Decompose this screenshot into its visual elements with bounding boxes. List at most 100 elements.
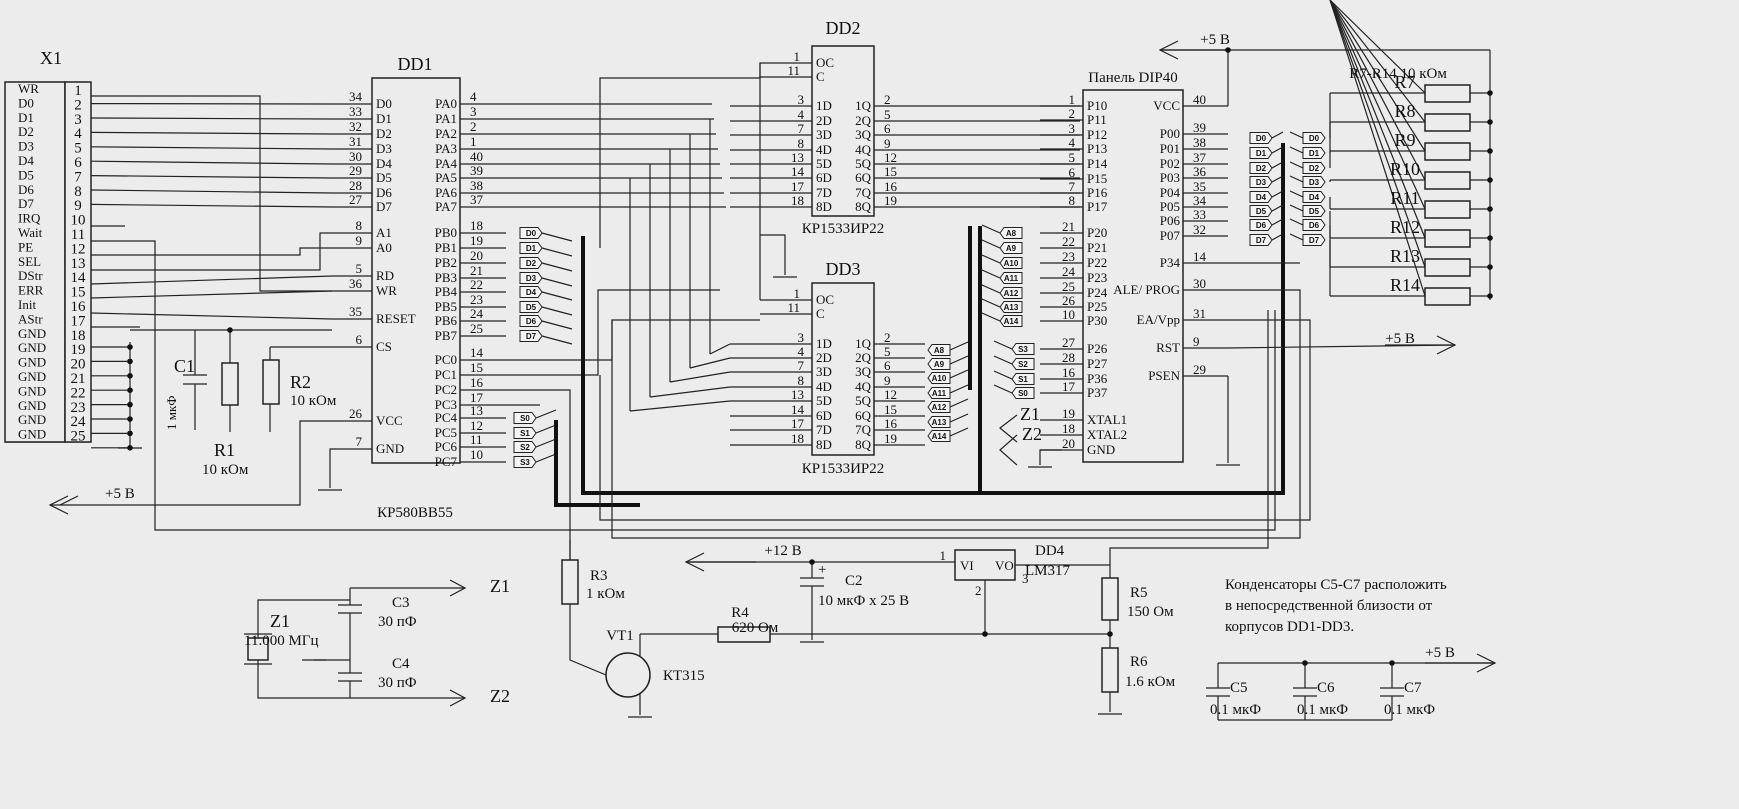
- net-tag-label: D4: [1309, 193, 1320, 202]
- wire: [1329, 0, 1426, 268]
- note-line: корпусов DD1-DD3.: [1225, 619, 1354, 635]
- dd3-pin-num: 7: [798, 358, 805, 373]
- wire: [1329, 0, 1426, 123]
- wire: [1329, 0, 1426, 152]
- dip40-pin-num: 7: [1069, 179, 1076, 194]
- dd1-pin-name: PC3: [435, 397, 457, 412]
- dd1-pin-num: 29: [349, 163, 362, 178]
- resistor: [561, 559, 579, 605]
- dip40-pin-num: 28: [1062, 350, 1075, 365]
- net-tag: [999, 272, 1023, 284]
- dd2-pin-name: 3Q: [855, 127, 872, 142]
- dd1-pin-num: 10: [470, 447, 483, 462]
- dip40-pin-name: P17: [1087, 199, 1108, 214]
- r6-value: 1.6 кОм: [1125, 674, 1176, 690]
- lm317-pin1: 1: [940, 548, 947, 563]
- dd1-pin-num: 33: [349, 104, 362, 119]
- net-tag: [999, 257, 1023, 269]
- x1-to-dd1-data: [90, 117, 333, 120]
- dd1-pin-num: 23: [470, 292, 483, 307]
- junction-dot: [1107, 631, 1113, 637]
- wire: [611, 289, 1301, 539]
- net-tag-label: D1: [1256, 149, 1267, 158]
- dd1-pin-num: 17: [470, 390, 484, 405]
- bus-entry: [981, 224, 1001, 234]
- net-tag: [999, 315, 1023, 327]
- connector-pin-num: 24: [71, 414, 87, 430]
- dip40-pin-name: P13: [1087, 141, 1107, 156]
- dd2-pin-name: 8D: [816, 199, 832, 214]
- dd1-pin-num: 6: [356, 332, 363, 347]
- net-tag: [519, 257, 543, 269]
- dd3-pin-name: 1D: [816, 336, 832, 351]
- junction-dot: [227, 327, 233, 333]
- net-tag: [513, 456, 537, 468]
- connector-pin-num: 9: [74, 198, 82, 214]
- dip40-pin-name: P26: [1087, 341, 1108, 356]
- bus-entry: [1289, 190, 1304, 198]
- net-tag: [1249, 219, 1273, 231]
- dd3-pin-num: 4: [798, 344, 805, 359]
- net-tag: [927, 416, 951, 428]
- dip40-pin-num: 3: [1069, 121, 1076, 136]
- dd1-pin-num: 36: [349, 276, 363, 291]
- resistor: [1424, 171, 1471, 190]
- dip40-pin-name: PSEN: [1148, 368, 1180, 383]
- pa-to-dd3: [649, 386, 731, 398]
- connector-pin-num: 5: [74, 141, 82, 157]
- dip40-pin-num: 10: [1062, 307, 1075, 322]
- dd2-pin-name: 2Q: [855, 113, 872, 128]
- bus-entry: [1271, 161, 1284, 169]
- net-tag: [1302, 176, 1326, 188]
- connector-pin-num: 7: [74, 169, 82, 185]
- lm317-body: [954, 549, 1016, 581]
- dip40-pin-name: P03: [1160, 170, 1180, 185]
- dip40-pin-name: P20: [1087, 225, 1107, 240]
- dip40-pin-num: 35: [1193, 179, 1206, 194]
- dd1-pin-name: D4: [376, 156, 392, 171]
- junction-dot: [1225, 47, 1231, 53]
- dip40-pin-num: 40: [1193, 92, 1206, 107]
- dd1-body: [371, 77, 461, 464]
- dip40-pin-num: 29: [1193, 362, 1206, 377]
- data-bus: [581, 226, 982, 495]
- net-tag: [1302, 234, 1326, 246]
- connector-pin-name: ERR: [18, 283, 44, 298]
- r4-value: 620 Ом: [732, 620, 779, 636]
- net-tag-label: D2: [1256, 164, 1267, 173]
- net-tag: [927, 358, 951, 370]
- dd1-pin-num: 16: [470, 375, 484, 390]
- junction-dot: [127, 373, 133, 379]
- connector-pin-column: [64, 81, 92, 443]
- r1-ref: R1: [214, 440, 235, 460]
- net-tag-label: D0: [526, 229, 537, 238]
- wire: [599, 319, 1311, 521]
- dd1-pin-name: PB7: [435, 328, 458, 343]
- rst-label: +5 В: [1385, 331, 1415, 347]
- dip40-pin-num: 22: [1062, 234, 1075, 249]
- dd1-pin-name: GND: [376, 441, 404, 456]
- net-tag-label: S0: [1018, 389, 1028, 398]
- dd3-pin-num: 12: [884, 387, 897, 402]
- dd2-pin-num: 6: [884, 121, 891, 136]
- connector-pin-name: GND: [18, 383, 46, 398]
- dd1-pin-num: 32: [349, 119, 362, 134]
- dd2-pin-name: 7Q: [855, 185, 872, 200]
- c4-value: 30 пФ: [378, 675, 417, 691]
- net-tag-label: S0: [520, 414, 530, 423]
- dip40-pin-name: P21: [1087, 240, 1107, 255]
- connector-pin-num: 15: [71, 285, 86, 301]
- dip40-pin-name: P25: [1087, 299, 1107, 314]
- dd2-pin-num: 16: [884, 179, 898, 194]
- dd1-pin-name: PC1: [435, 367, 457, 382]
- net-tag: [1302, 162, 1326, 174]
- wire: [90, 312, 333, 320]
- dd2-pin-name: 4D: [816, 142, 832, 157]
- dd1-pin-name: A1: [376, 225, 392, 240]
- wire: [506, 289, 720, 376]
- dd2-pin-num: 2: [884, 92, 891, 107]
- dd1-pin-num: 30: [349, 149, 362, 164]
- dip40-pin-name: P07: [1160, 228, 1181, 243]
- wire: [257, 660, 350, 699]
- dip40-pin-name: P22: [1087, 255, 1107, 270]
